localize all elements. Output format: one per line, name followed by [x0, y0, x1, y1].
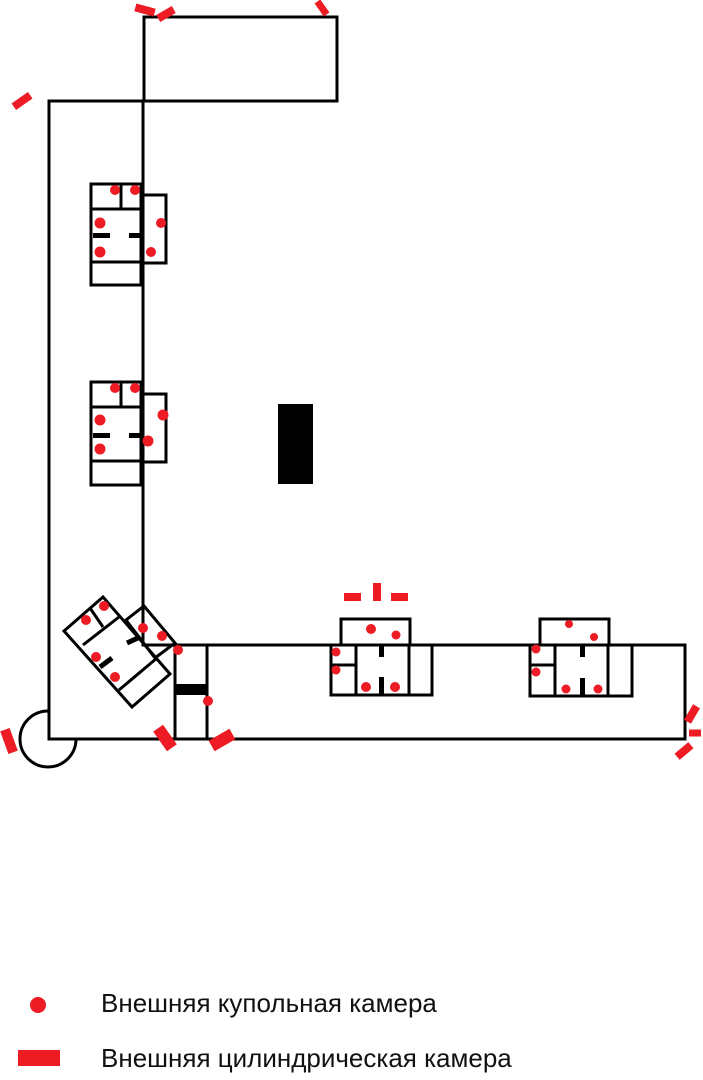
dome-camera [590, 633, 598, 641]
dome-camera [361, 682, 371, 692]
cylinder-camera [0, 728, 18, 754]
building-2 [89, 380, 168, 487]
dome-camera [390, 682, 400, 692]
dome-camera [94, 414, 106, 426]
building-rotated [61, 594, 178, 710]
red-dot-icon [30, 997, 46, 1013]
dome-camera [173, 645, 183, 655]
cylinder-camera [344, 593, 361, 601]
dome-camera [130, 185, 140, 195]
cylinder-camera [153, 724, 177, 752]
dome-camera [156, 218, 166, 228]
dome-camera [81, 615, 91, 625]
dome-camera [130, 383, 140, 393]
dome-camera [366, 624, 376, 634]
legend-cylinder-camera-label: Внешняя цилиндрическая камера [101, 1043, 512, 1073]
inner-wall [141, 101, 177, 739]
dome-camera [142, 435, 154, 447]
dome-camera [110, 383, 120, 393]
round-tower [18, 709, 78, 769]
top-annex [142, 15, 339, 103]
dome-camera [331, 665, 341, 675]
legend-dome-camera-label: Внешняя купольная камера [101, 988, 437, 1018]
dome-camera [157, 409, 169, 421]
building-4 [528, 617, 634, 698]
dome-camera [99, 601, 109, 611]
corridor-block [175, 684, 207, 695]
dome-camera [110, 672, 120, 682]
cylinder-camera [391, 593, 408, 601]
dome-camera [531, 644, 541, 654]
legend-icons [18, 997, 60, 1066]
building-3 [329, 617, 434, 697]
dome-camera [203, 696, 213, 706]
cylinder-cameras [0, 0, 701, 760]
cylinder-camera [689, 729, 701, 737]
dome-camera [157, 631, 167, 641]
dome-cameras [81, 185, 603, 706]
dome-camera [561, 684, 571, 694]
dome-camera [94, 246, 106, 258]
dome-camera [110, 185, 120, 195]
central-block [278, 404, 313, 484]
red-rectangle-icon [18, 1050, 60, 1066]
dome-camera [94, 443, 106, 455]
cylinder-camera [11, 91, 33, 111]
cylinder-camera [674, 742, 694, 760]
cylinder-camera [208, 728, 236, 752]
building-1 [89, 182, 168, 287]
dome-camera [331, 647, 341, 657]
cylinder-camera [134, 3, 156, 17]
dome-camera [593, 684, 603, 694]
dome-camera [146, 247, 156, 257]
cylinder-camera [314, 0, 330, 17]
dome-camera [391, 630, 401, 640]
dome-camera [531, 667, 541, 677]
dome-camera [91, 652, 101, 662]
dome-camera [94, 217, 106, 229]
dome-camera [565, 620, 573, 628]
dome-camera [138, 623, 148, 633]
cylinder-camera [684, 704, 700, 724]
cylinder-camera [156, 6, 176, 22]
cylinder-camera [373, 583, 381, 601]
